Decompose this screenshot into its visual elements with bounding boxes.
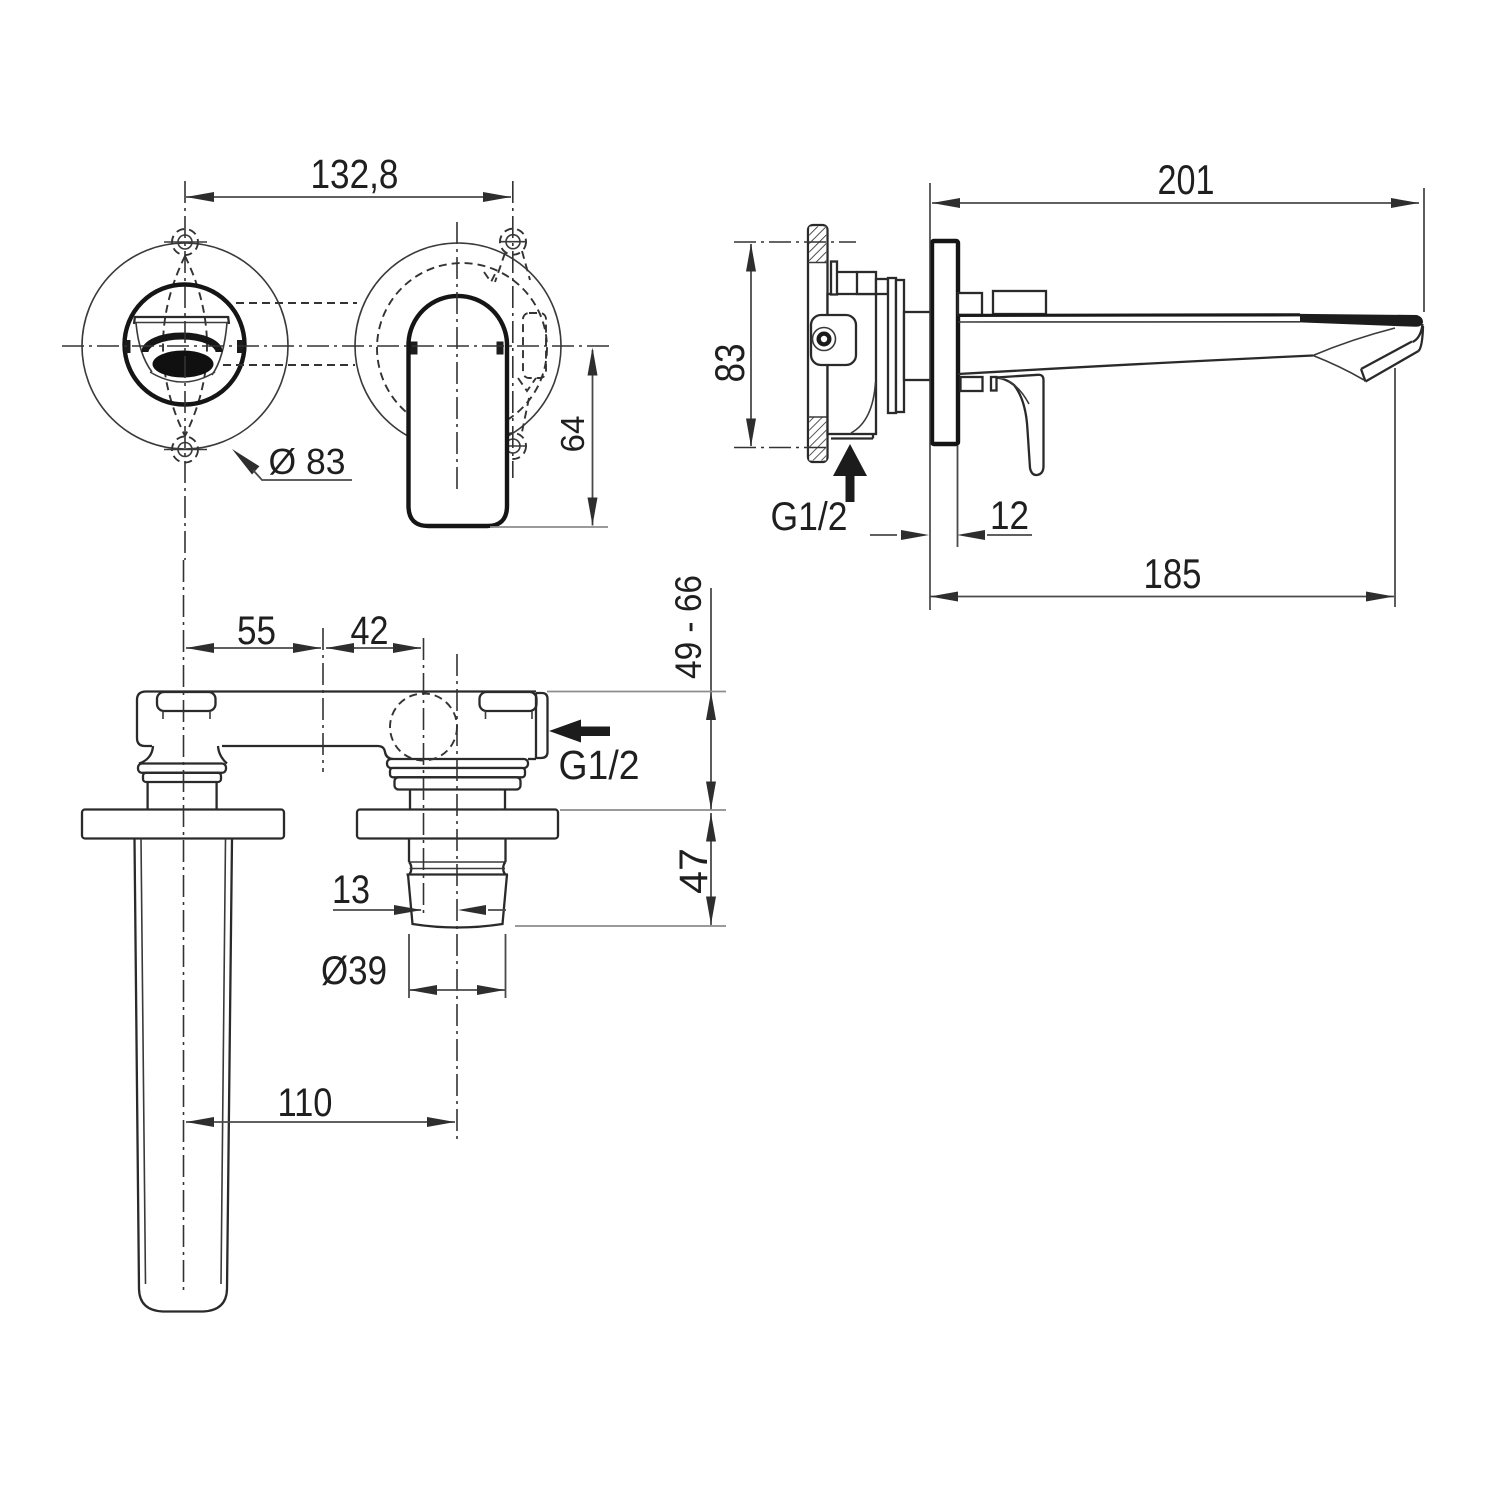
svg-text:83: 83 <box>706 344 753 383</box>
svg-text:Ø 83: Ø 83 <box>269 441 346 482</box>
svg-text:64: 64 <box>554 416 591 453</box>
svg-text:42: 42 <box>351 609 389 653</box>
svg-text:185: 185 <box>1144 550 1202 597</box>
svg-text:Ø39: Ø39 <box>321 949 387 993</box>
svg-text:49 - 66: 49 - 66 <box>668 575 709 679</box>
svg-text:201: 201 <box>1158 156 1215 203</box>
svg-text:132,8: 132,8 <box>311 151 399 197</box>
svg-text:13: 13 <box>332 868 370 912</box>
svg-text:47: 47 <box>672 848 716 894</box>
svg-text:G1/2: G1/2 <box>559 742 640 788</box>
svg-text:12: 12 <box>990 494 1029 538</box>
svg-text:110: 110 <box>278 1081 333 1125</box>
svg-text:G1/2: G1/2 <box>771 495 848 539</box>
svg-text:55: 55 <box>237 609 276 653</box>
